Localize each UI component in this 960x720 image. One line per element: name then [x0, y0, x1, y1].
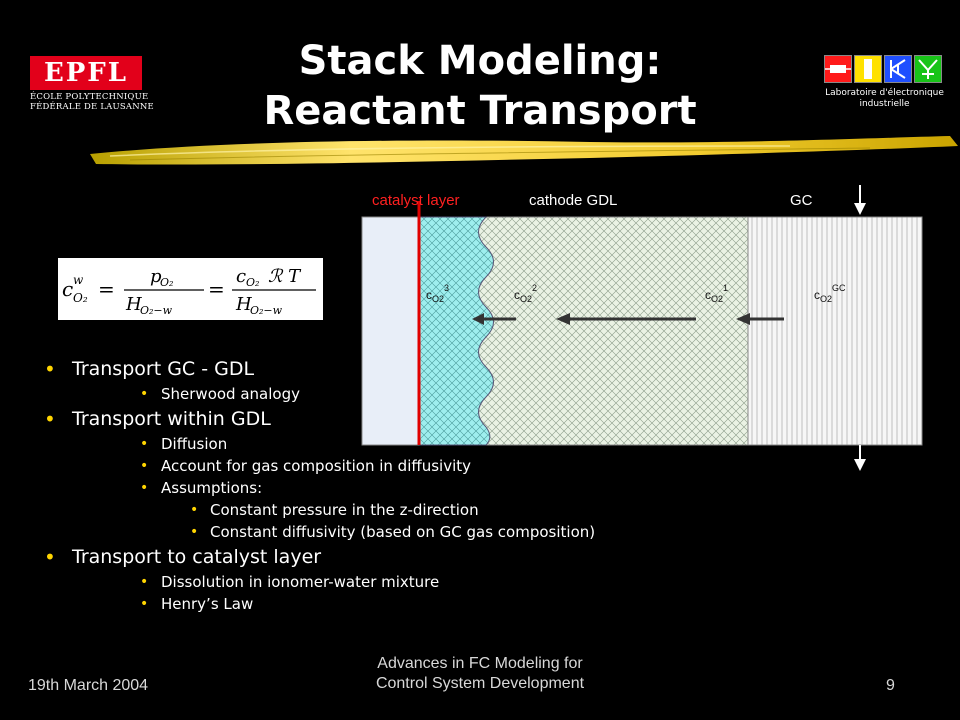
- eq-den1: H: [125, 294, 142, 315]
- conc-3: cO23: [426, 283, 449, 304]
- transistor-icon: [890, 59, 906, 79]
- bullet-dot-icon: •: [44, 545, 56, 569]
- switch-icon: [918, 59, 938, 79]
- lei-logo: Laboratoire d'électronique industrielle: [822, 55, 947, 115]
- title-line1: Stack Modeling:: [298, 38, 662, 84]
- bullet-dot-icon: •: [140, 480, 149, 496]
- bullet-dot-icon: •: [140, 386, 149, 402]
- bullet-item: •Assumptions:: [140, 479, 263, 497]
- bullet-item: •Constant diffusivity (based on GC gas c…: [190, 523, 596, 541]
- conc-2: cO22: [514, 283, 537, 304]
- bullet-dot-icon: •: [44, 407, 56, 431]
- bullet-item: •Account for gas composition in diffusiv…: [140, 457, 471, 475]
- eq-lhs: c: [62, 277, 73, 301]
- bullet-dot-icon: •: [44, 357, 56, 381]
- bullet-dot-icon: •: [140, 596, 149, 612]
- lei-box-yellow: [854, 55, 882, 83]
- transport-arrow-icon: [472, 313, 516, 325]
- bullet-dot-icon: •: [190, 502, 199, 518]
- eq-lhs-sub: O₂: [73, 291, 88, 305]
- bullet-item: •Constant pressure in the z-direction: [190, 501, 479, 519]
- eq-den2: H: [235, 294, 252, 315]
- footer-page-number: 9: [886, 677, 895, 694]
- eq-equals-2: =: [208, 277, 225, 301]
- eq-num2-tail: ℛ T: [268, 266, 302, 287]
- lei-box-red: [824, 55, 852, 83]
- epfl-logo-mark: EPFL: [30, 56, 142, 90]
- eq-den1-sub: O₂−w: [140, 304, 173, 317]
- eq-den2-sub: O₂−w: [250, 304, 283, 317]
- eq-num1-sub: O₂: [160, 276, 173, 289]
- transport-arrow-icon: [736, 313, 784, 325]
- bullet-item: •Transport within GDL: [44, 407, 271, 431]
- epfl-logo: EPFL ÉCOLE POLYTECHNIQUE FÉDÉRALE DE LAU…: [30, 56, 154, 114]
- gc-region: [747, 216, 923, 446]
- bullet-list: •Transport GC - GDL •Sherwood analogy •T…: [44, 355, 744, 615]
- bullet-dot-icon: •: [140, 458, 149, 474]
- lei-box-blue: [884, 55, 912, 83]
- membrane-region: [361, 216, 421, 446]
- henry-law-equation: c w O₂ = p O₂ H O₂−w = c O₂ ℛ T H O₂−w: [58, 258, 323, 320]
- eq-num2: c: [236, 266, 246, 287]
- footer-title: Advances in FC Modeling for Control Syst…: [330, 654, 630, 694]
- bullet-item: •Dissolution in ionomer-water mixture: [140, 573, 440, 591]
- lei-line2: industrielle: [859, 99, 910, 109]
- brush-stroke-divider: [90, 136, 958, 165]
- epfl-wordmark: EPFL: [43, 58, 129, 88]
- transport-diagram: catalyst layer cathode GDL GC cO23 cO22 …: [361, 185, 923, 471]
- flow-arrow-top-icon: [854, 185, 866, 215]
- catalyst-region: [419, 216, 494, 446]
- bullet-item: •Transport GC - GDL: [44, 357, 255, 381]
- epfl-line1: ÉCOLE POLYTECHNIQUE: [30, 92, 149, 102]
- footer-date: 19th March 2004: [28, 677, 149, 694]
- bar-icon: [864, 59, 872, 79]
- conc-1: cO21: [705, 283, 728, 304]
- footer-title-line2: Control System Development: [375, 675, 585, 692]
- label-gc: GC: [790, 192, 813, 209]
- bullet-item: •Diffusion: [140, 435, 228, 453]
- conc-gc: cO2GC: [814, 283, 846, 304]
- label-catalyst: catalyst layer: [372, 192, 460, 209]
- bullet-item: •Transport to catalyst layer: [44, 545, 322, 569]
- footer-title-line1: Advances in FC Modeling for: [377, 655, 583, 672]
- title-line2: Reactant Transport: [263, 88, 697, 134]
- bullet-dot-icon: •: [140, 574, 149, 590]
- bullet-dot-icon: •: [190, 524, 199, 540]
- bullet-item: •Henry’s Law: [140, 595, 254, 613]
- epfl-line2: FÉDÉRALE DE LAUSANNE: [30, 102, 154, 112]
- flow-arrow-bottom-icon: [854, 445, 866, 471]
- lei-box-green: [914, 55, 942, 83]
- page-title: Stack Modeling: Reactant Transport: [180, 36, 780, 136]
- eq-equals-1: =: [98, 277, 115, 301]
- label-gdl: cathode GDL: [529, 192, 617, 209]
- bullet-item: •Sherwood analogy: [140, 385, 300, 403]
- diode-icon: [825, 65, 851, 73]
- transport-arrow-icon: [556, 313, 696, 325]
- eq-num1: p: [150, 266, 162, 287]
- eq-num2-sub: O₂: [246, 276, 259, 289]
- eq-lhs-sup: w: [73, 273, 84, 287]
- lei-line1: Laboratoire d'électronique: [825, 88, 944, 98]
- bullet-dot-icon: •: [140, 436, 149, 452]
